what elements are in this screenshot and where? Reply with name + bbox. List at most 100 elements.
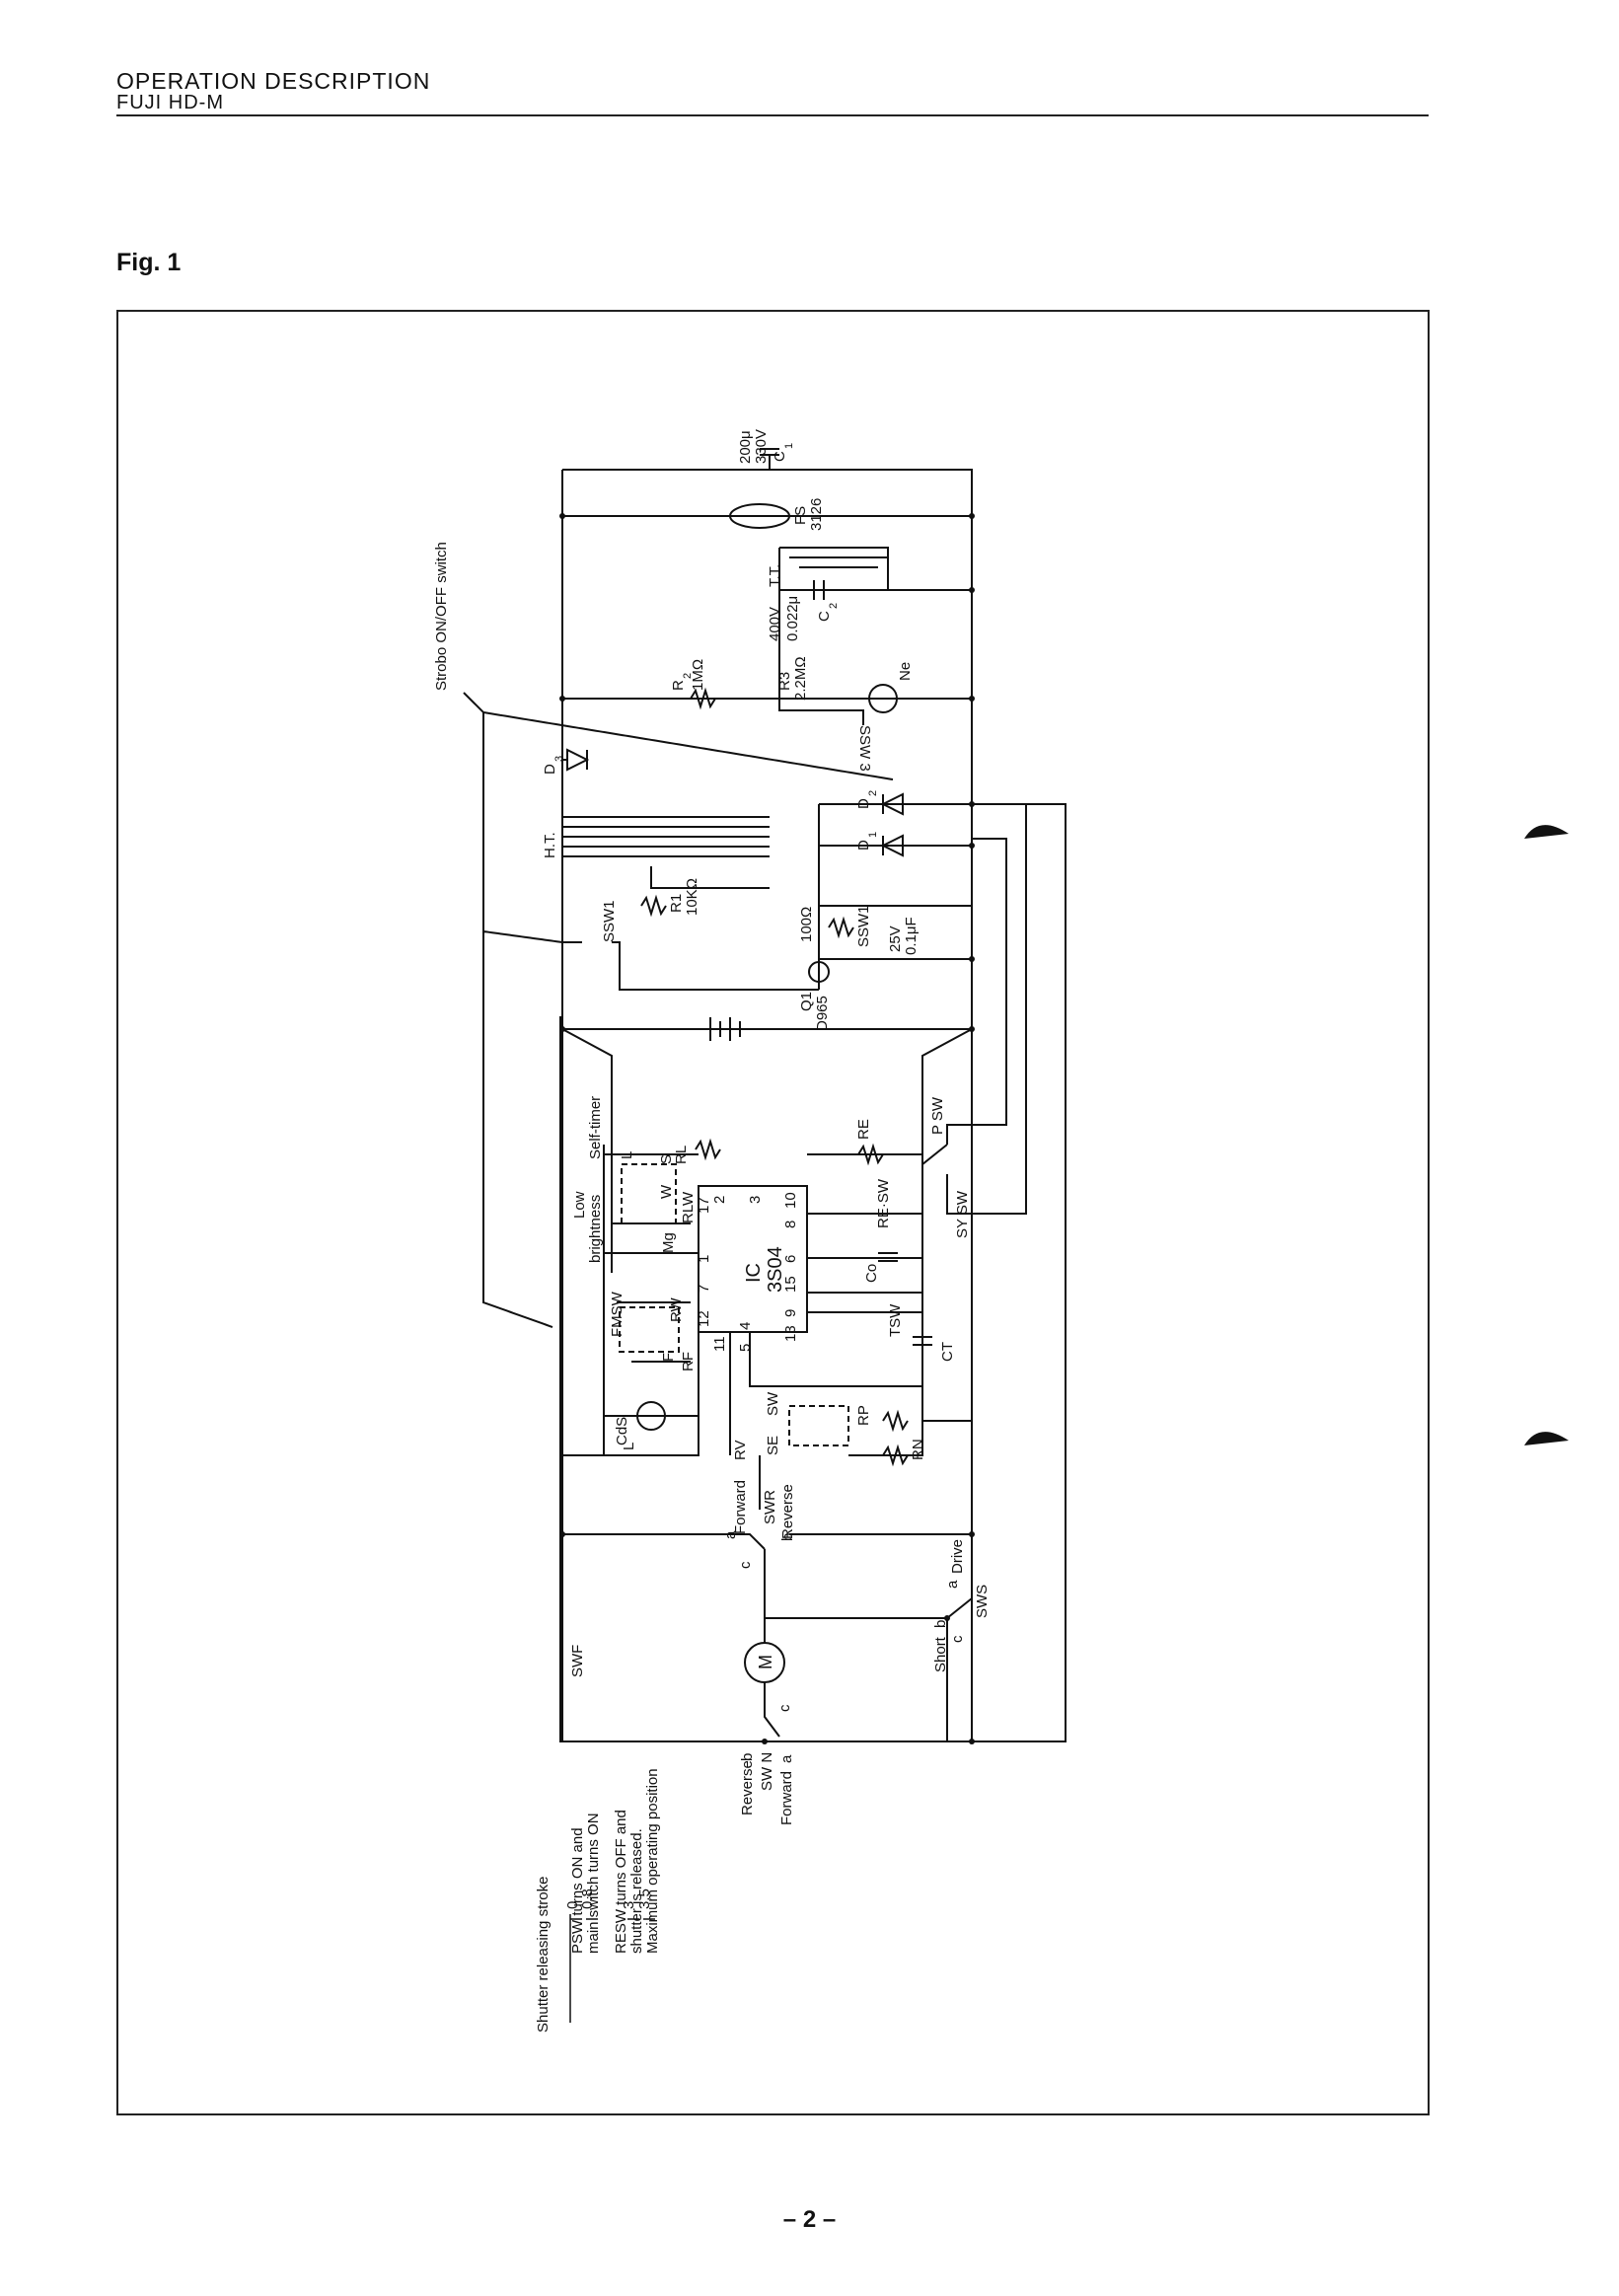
document-title: OPERATION DESCRIPTION <box>116 68 431 94</box>
ic-pin-8: 8 <box>782 1221 799 1228</box>
c1-sub-label: 1 <box>783 443 795 449</box>
swf-label: SWF <box>569 1645 586 1677</box>
resistor-rn-symbol <box>882 1444 909 1467</box>
ic-pin-1: 1 <box>696 1255 712 1263</box>
sw-se-dashed-box <box>788 1405 849 1446</box>
wire-ssw1-left <box>562 941 819 991</box>
legend-psw-line1: PSW turns ON and <box>569 1827 586 1954</box>
b-swn-label: b <box>739 1753 756 1761</box>
cap-25v-label: 25V <box>887 926 904 952</box>
sws-wires <box>946 1598 973 1741</box>
legend-stroke-35: 3.5 <box>636 1889 653 1909</box>
c2-volt-label: 400V <box>767 607 783 641</box>
swn-label: SW N <box>759 1752 775 1791</box>
rw-label: RW <box>668 1296 685 1322</box>
sysw-wiring <box>946 803 1027 1215</box>
c1-name-label: C <box>772 451 788 462</box>
motor-symbol <box>744 1642 785 1683</box>
l-bottom-label: L <box>621 1443 637 1450</box>
r2-name-label: R <box>670 680 687 691</box>
junction-dot <box>969 696 975 702</box>
battery-symbol <box>709 1017 741 1041</box>
diode-d2-symbol <box>880 792 904 816</box>
ssw1-right-label: SSW1 <box>855 905 872 947</box>
ic-pin-13: 13 <box>782 1325 799 1342</box>
ic-part-label: 3S04 <box>765 1246 786 1293</box>
c-sws-label: c <box>949 1635 966 1643</box>
d3-name-label: D <box>542 764 558 775</box>
cap-01-label: 0.1μF <box>903 917 920 955</box>
fmsw-dashed-box <box>619 1306 680 1353</box>
junction-dot <box>762 1739 768 1744</box>
resistor-re-symbol <box>857 1143 884 1166</box>
resistor-rl-symbol <box>695 1138 721 1161</box>
c-motor-label: c <box>776 1704 793 1712</box>
cds-cell-symbol <box>636 1401 666 1431</box>
a-top-label: a <box>722 1530 739 1539</box>
fs-part-label: 3126 <box>808 498 825 531</box>
ssw3-label: SSW 3 <box>856 725 873 772</box>
resistor-r1-symbol <box>640 894 667 918</box>
ic-pin-15: 15 <box>782 1276 799 1293</box>
legend-resw-line1: RESW turns OFF and <box>613 1810 629 1954</box>
ic-pin-4: 4 <box>737 1322 754 1330</box>
tt-winding <box>779 547 889 590</box>
neon-lamp-symbol <box>868 684 898 713</box>
fmsw-label: FMSW <box>609 1291 626 1337</box>
capacitor-ct-symbol <box>913 1336 932 1346</box>
r2-sub-label: 2 <box>682 673 694 679</box>
resistor-r2-symbol <box>690 687 716 710</box>
swr-label: SWR <box>762 1490 778 1524</box>
d2-sub-label: 2 <box>867 790 879 796</box>
r3-name-label: R3 <box>776 672 793 691</box>
junction-dot <box>944 1615 950 1621</box>
registration-mark-bottom <box>1524 1432 1569 1445</box>
capacitor-c1-symbol <box>760 448 779 470</box>
flash-tube-symbol <box>729 503 790 529</box>
co-label: Co <box>863 1264 880 1283</box>
rlw-label: RLW <box>680 1191 697 1223</box>
junction-dot <box>559 1026 565 1032</box>
ic-pin-5: 5 <box>737 1344 754 1352</box>
d2-name-label: D <box>855 798 872 809</box>
ic-pin-3: 3 <box>747 1196 764 1204</box>
page-number: – 2 – <box>782 2206 837 2233</box>
junction-dot <box>969 1026 975 1032</box>
c-top-label: c <box>737 1561 754 1569</box>
resw-label: RE·SW <box>875 1178 892 1228</box>
diode-d3-symbol <box>566 748 590 772</box>
r1-value-label: 10KΩ <box>684 878 700 916</box>
junction-dot <box>969 1739 975 1744</box>
sysw-label: SY SW <box>954 1190 971 1238</box>
transistor-q1-symbol <box>808 961 830 983</box>
reverse-label: Reverse <box>739 1760 756 1815</box>
rv-label: RV <box>732 1440 749 1460</box>
wire-ic-feed <box>561 1028 973 1273</box>
motor-feed <box>764 1549 973 1619</box>
page-header: OPERATION DESCRIPTION FUJI HD-M <box>116 69 1429 116</box>
junction-dot <box>969 843 975 849</box>
ht-label: H.T. <box>542 832 558 858</box>
legend-psw-line2: main switch turns ON <box>585 1813 602 1954</box>
document-subtitle: FUJI HD-M <box>116 92 224 113</box>
low-brightness-label-1: Low <box>571 1191 588 1219</box>
reverse-top-label: Reverse <box>779 1484 796 1539</box>
resistor-rp-symbol <box>882 1409 909 1433</box>
se-label: SE <box>765 1436 781 1455</box>
legend-stroke-3: 3 <box>621 1901 637 1909</box>
r3-value-label: 2.2MΩ <box>792 656 809 701</box>
d1-name-label: D <box>855 840 872 851</box>
ic-right-network <box>807 1145 923 1313</box>
ic-pin-12: 12 <box>696 1310 712 1327</box>
short-label: Short <box>932 1636 949 1672</box>
c2-sub-label: 2 <box>828 603 840 609</box>
c1-volt-label: 330V <box>753 429 770 464</box>
rn-label: RN <box>910 1439 926 1460</box>
d3-sub-label: 3 <box>553 756 565 762</box>
c1-cap-label: 200μ <box>737 430 754 464</box>
junction-dot <box>559 696 565 702</box>
legend-max-line: Maximum operating position <box>644 1768 661 1954</box>
ic-pin-9: 9 <box>782 1309 799 1317</box>
ht-winding <box>562 816 770 857</box>
